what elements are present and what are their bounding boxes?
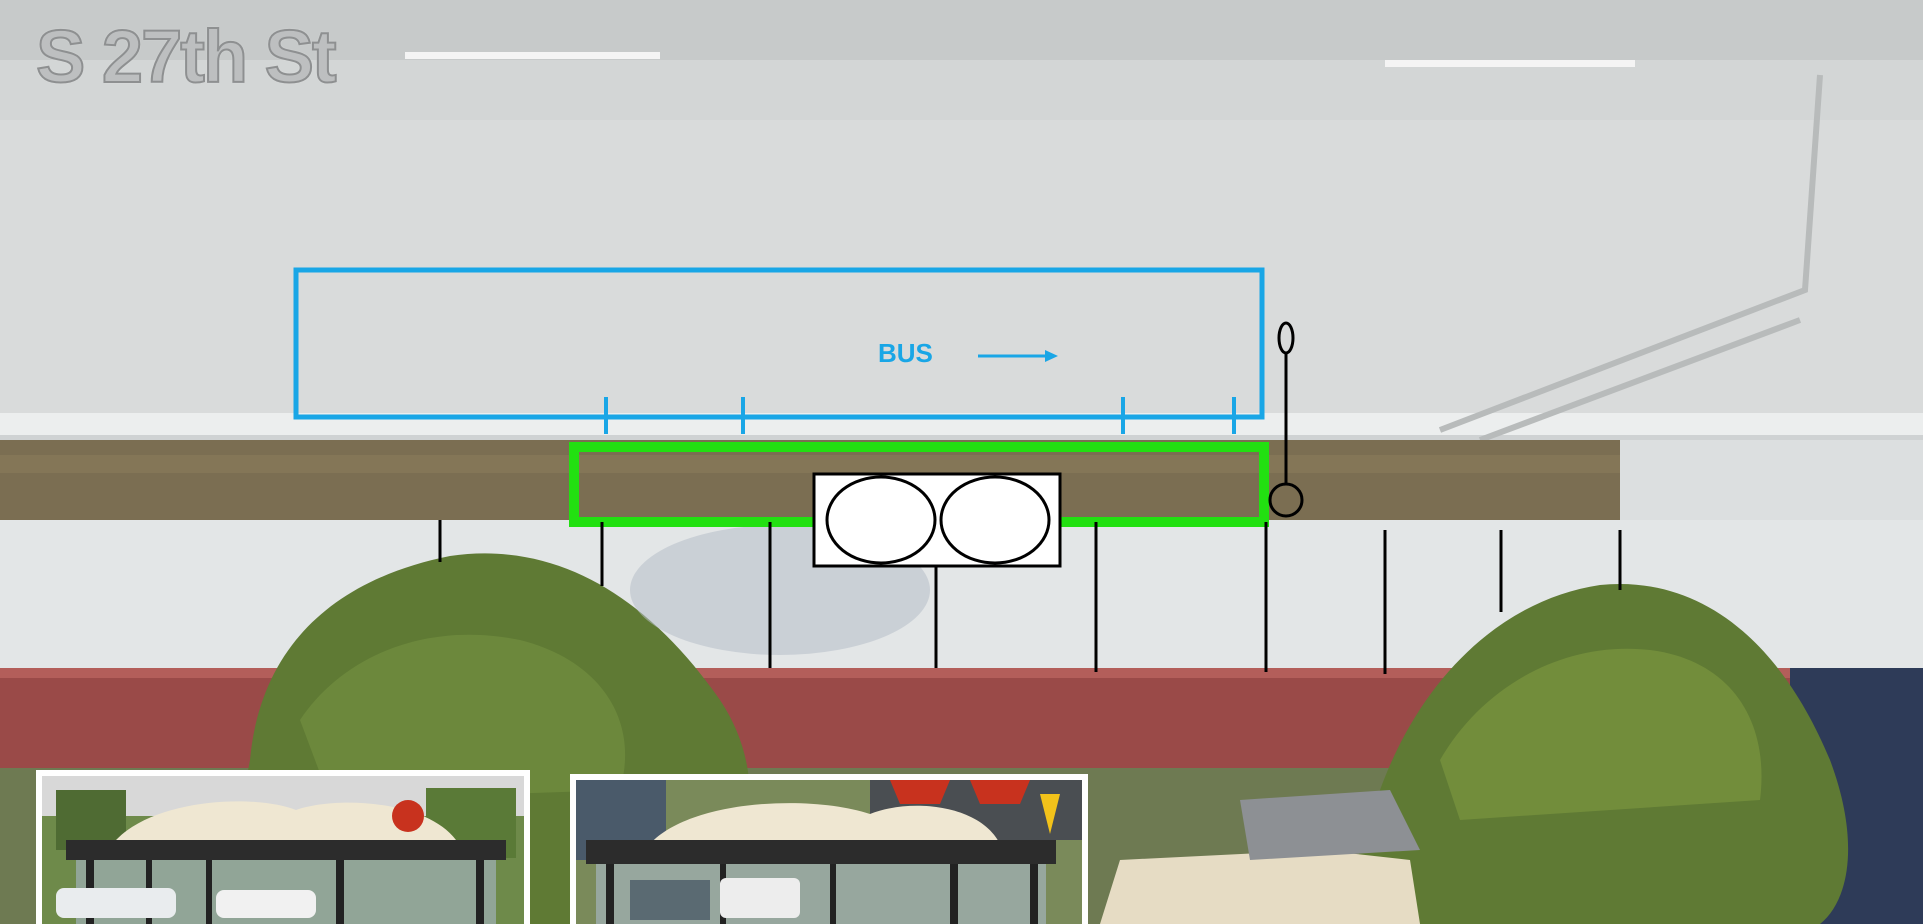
planting-strip-texture — [0, 455, 1620, 473]
street-name-label: S 27th St — [36, 14, 335, 99]
bus-zone-label: BUS — [878, 338, 933, 369]
driveway-apron — [1620, 440, 1923, 520]
vehicle-roof-unit — [1240, 790, 1420, 860]
lane-dash — [1385, 60, 1635, 67]
shelter-dome-icon — [827, 477, 935, 563]
shelter-photo-right — [570, 774, 1088, 924]
lane-dash — [405, 52, 660, 59]
parked-vehicle — [1100, 850, 1420, 924]
shelter-dome-icon — [941, 477, 1049, 563]
bus-shelter-photo-icon — [570, 774, 1088, 924]
bus-shelter-photo-icon — [36, 770, 530, 924]
shelter-photo-left — [36, 770, 530, 924]
